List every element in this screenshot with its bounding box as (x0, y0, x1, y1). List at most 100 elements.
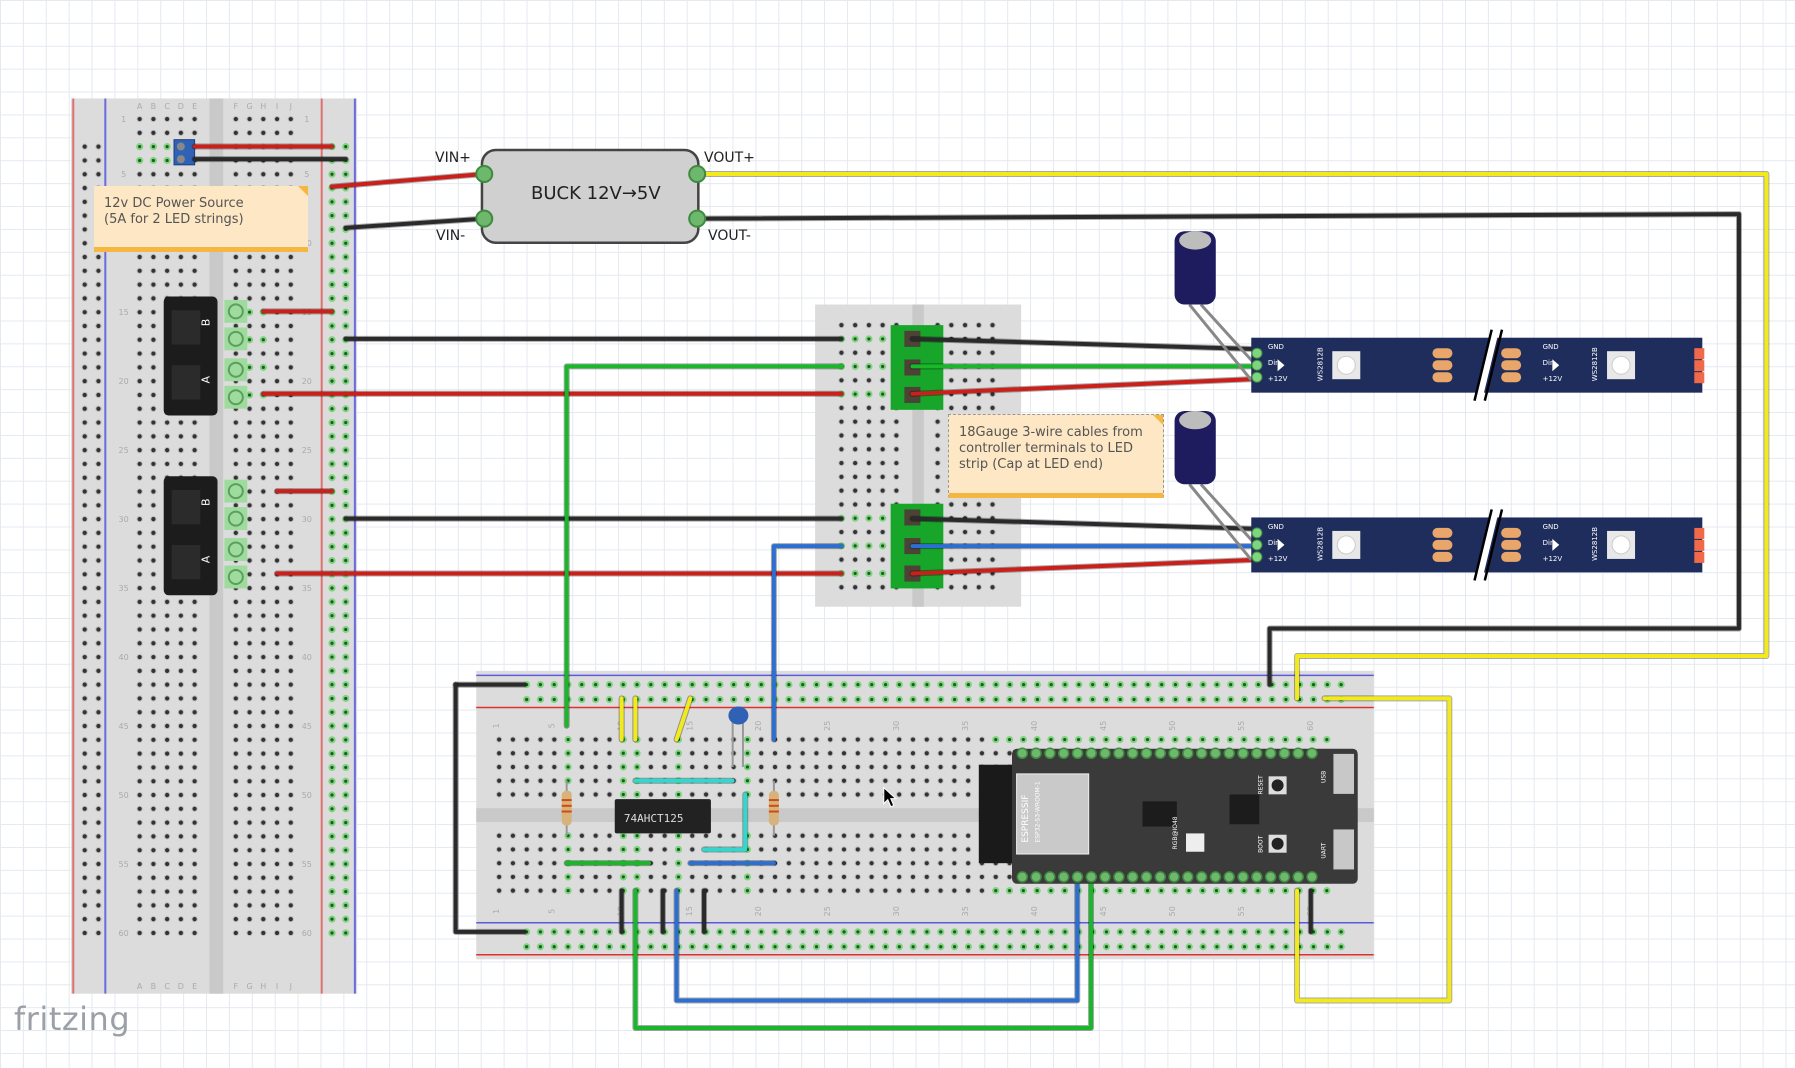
breadboard-hole[interactable] (191, 267, 198, 274)
breadboard-hole[interactable] (287, 667, 294, 674)
breadboard-hole[interactable] (840, 887, 848, 894)
breadboard-hole[interactable] (287, 516, 294, 523)
breadboard-hole[interactable] (799, 873, 806, 881)
breadboard-hole[interactable] (273, 378, 281, 385)
breadboard-hole[interactable] (1171, 735, 1179, 744)
breadboard-hole[interactable] (150, 888, 157, 895)
breadboard-hole[interactable] (232, 419, 239, 426)
breadboard-hole[interactable] (246, 722, 253, 730)
rail-hole[interactable] (328, 805, 336, 813)
rail-hole[interactable] (95, 171, 102, 178)
breadboard-hole[interactable] (496, 860, 503, 867)
breadboard-hole[interactable] (965, 846, 972, 853)
rail-hole[interactable] (328, 694, 336, 703)
breadboard-hole[interactable] (191, 860, 198, 868)
breadboard-hole[interactable] (879, 322, 886, 329)
rail-hole[interactable] (81, 405, 88, 412)
breadboard-hole[interactable] (951, 860, 958, 867)
breadboard-hole[interactable] (1033, 887, 1041, 895)
rail-hole[interactable] (895, 695, 903, 704)
breadboard-hole[interactable] (965, 736, 972, 743)
breadboard-hole[interactable] (578, 887, 586, 894)
breadboard-hole[interactable] (852, 473, 859, 480)
breadboard-hole[interactable] (948, 377, 955, 384)
breadboard-hole[interactable] (177, 819, 184, 826)
breadboard-hole[interactable] (961, 556, 969, 563)
breadboard-hole[interactable] (136, 447, 143, 454)
rail-hole[interactable] (854, 928, 862, 936)
rail-hole[interactable] (95, 460, 102, 468)
rail-hole[interactable] (342, 846, 350, 854)
breadboard-hole[interactable] (865, 432, 873, 439)
breadboard-hole[interactable] (923, 777, 930, 784)
breadboard-hole[interactable] (232, 171, 239, 178)
breadboard-hole[interactable] (246, 667, 253, 674)
breadboard-hole[interactable] (273, 502, 281, 509)
rail-hole[interactable] (81, 557, 88, 564)
rail-hole[interactable] (81, 281, 88, 288)
breadboard-hole[interactable] (287, 129, 294, 136)
breadboard-hole[interactable] (758, 750, 765, 757)
rail-hole[interactable] (81, 543, 88, 550)
rail-hole[interactable] (730, 680, 738, 689)
rail-hole[interactable] (81, 929, 88, 937)
breadboard-hole[interactable] (136, 460, 143, 468)
rail-hole[interactable] (1006, 928, 1014, 936)
breadboard-hole[interactable] (191, 750, 198, 757)
breadboard-hole[interactable] (852, 418, 859, 425)
rail-hole[interactable] (328, 653, 336, 661)
rail-hole[interactable] (1213, 943, 1221, 951)
breadboard-hole[interactable] (785, 860, 792, 867)
breadboard-hole[interactable] (838, 404, 845, 411)
rail-hole[interactable] (81, 267, 88, 274)
breadboard-hole[interactable] (909, 791, 917, 798)
breadboard-hole[interactable] (619, 845, 627, 854)
breadboard-hole[interactable] (260, 295, 267, 302)
rail-hole[interactable] (95, 157, 102, 164)
esp32-pin[interactable] (1209, 871, 1222, 883)
rail-hole[interactable] (840, 680, 848, 689)
rail-hole[interactable] (95, 391, 102, 399)
breadboard-hole[interactable] (799, 750, 806, 757)
breadboard-hole[interactable] (868, 846, 875, 853)
breadboard-hole[interactable] (827, 777, 834, 784)
breadboard-hole[interactable] (647, 791, 654, 798)
breadboard-hole[interactable] (164, 860, 171, 868)
rail-hole[interactable] (328, 198, 336, 206)
rail-hole[interactable] (1116, 928, 1124, 936)
resistor[interactable] (561, 791, 572, 826)
breadboard-hole[interactable] (509, 736, 517, 743)
rail-hole[interactable] (592, 695, 600, 704)
esp32-pin[interactable] (1182, 871, 1194, 883)
breadboard-hole[interactable] (509, 832, 517, 839)
rail-hole[interactable] (342, 280, 350, 289)
breadboard-hole[interactable] (838, 459, 845, 467)
rail-hole[interactable] (342, 267, 350, 275)
breadboard-hole[interactable] (191, 640, 198, 647)
breadboard-hole[interactable] (896, 887, 903, 894)
breadboard-hole[interactable] (879, 487, 886, 494)
breadboard-hole[interactable] (879, 473, 886, 480)
breadboard-hole[interactable] (975, 404, 982, 411)
rail-hole[interactable] (328, 639, 336, 647)
breadboard-hole[interactable] (989, 322, 996, 329)
rail-hole[interactable] (95, 860, 102, 868)
rail-hole[interactable] (1144, 943, 1152, 951)
breadboard-hole[interactable] (989, 404, 996, 411)
rail-hole[interactable] (757, 680, 765, 689)
breadboard-hole[interactable] (879, 335, 887, 343)
esp32-pin[interactable] (1237, 747, 1249, 760)
breadboard-hole[interactable] (551, 860, 558, 867)
breadboard-hole[interactable] (743, 763, 752, 771)
breadboard-hole[interactable] (978, 736, 986, 743)
breadboard-hole[interactable] (273, 640, 281, 647)
breadboard-hole[interactable] (893, 487, 900, 494)
breadboard-hole[interactable] (260, 805, 267, 812)
breadboard-hole[interactable] (136, 502, 143, 509)
rail-hole[interactable] (978, 680, 986, 689)
breadboard-hole[interactable] (951, 791, 958, 798)
breadboard-hole[interactable] (852, 487, 859, 494)
rail-hole[interactable] (909, 928, 917, 936)
breadboard-hole[interactable] (965, 791, 972, 798)
breadboard-hole[interactable] (879, 556, 886, 563)
